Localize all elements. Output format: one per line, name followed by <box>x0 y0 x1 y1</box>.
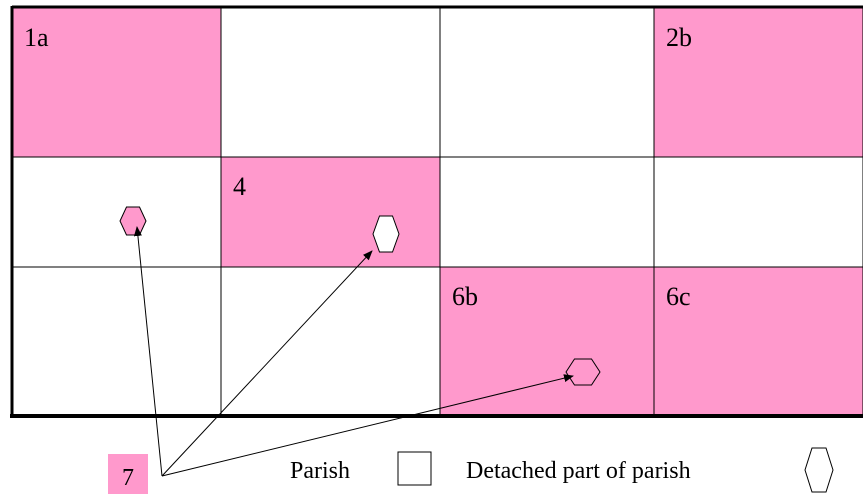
legend-detached-label: Detached part of parish <box>466 458 691 484</box>
parish-cell <box>439 266 655 417</box>
parish-cell <box>220 266 441 417</box>
parish-cell <box>11 7 222 158</box>
callout-box <box>108 454 148 494</box>
parish-grid: 1a 2b 4 6b 6c <box>10 5 863 418</box>
callout-arrow <box>161 250 373 477</box>
detached-part-hexagon-icon <box>565 358 601 386</box>
parish-cell-label: 1a <box>24 23 49 52</box>
parish-cell <box>220 156 441 268</box>
callout-arrow <box>161 374 574 477</box>
parish-cell <box>653 266 863 417</box>
callout-arrow <box>133 226 163 477</box>
detached-part-hexagon-icon <box>372 215 400 253</box>
parish-cell <box>653 156 863 268</box>
callout-label: 7 <box>122 465 134 491</box>
parish-cell <box>11 156 222 268</box>
parish-cell-label: 4 <box>233 172 246 201</box>
parish-cell <box>439 7 655 158</box>
parish-cell-label: 6c <box>666 282 691 311</box>
parish-cell <box>220 7 441 158</box>
parish-cell-label: 2b <box>666 23 692 52</box>
parish-cell <box>439 156 655 268</box>
legend-parish-label: Parish <box>290 458 350 484</box>
legend-detached-hexagon-icon <box>804 447 834 493</box>
callout-arrows <box>133 226 574 477</box>
parish-cell <box>653 7 863 158</box>
parish-cell <box>11 266 222 417</box>
detached-parts <box>119 206 601 386</box>
parish-cell-label: 6b <box>452 282 478 311</box>
legend-parish-swatch <box>397 451 432 486</box>
